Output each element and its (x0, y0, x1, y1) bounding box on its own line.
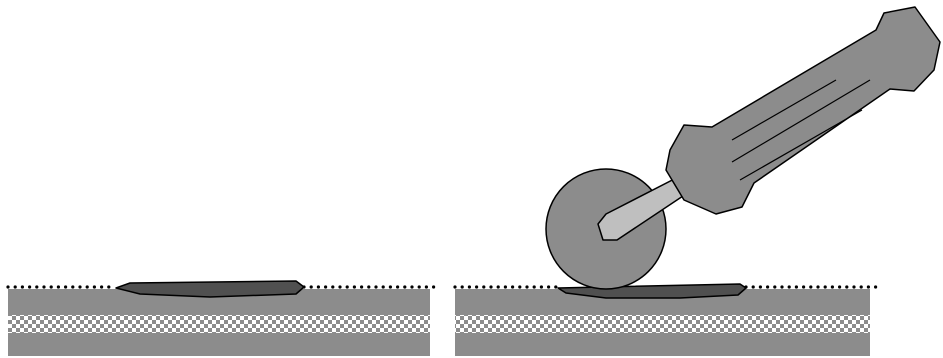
surface-dot (374, 285, 378, 289)
checker-layer-right (455, 315, 870, 333)
surface-dot (453, 285, 457, 289)
surface-dot (503, 285, 507, 289)
surface-dot (809, 285, 813, 289)
surface-dot (518, 285, 522, 289)
surface-dot (780, 285, 784, 289)
checker-layer-left (8, 315, 430, 333)
surface-dot (13, 285, 17, 289)
surface-dot (28, 285, 32, 289)
surface-dot (302, 285, 306, 289)
surface-dots-right (453, 285, 878, 289)
surface-dot (309, 285, 313, 289)
surface-dot (475, 285, 479, 289)
surface-dot (794, 285, 799, 289)
handle-groove-2 (731, 79, 871, 163)
surface-dot (316, 285, 320, 289)
surface-dot (773, 285, 777, 289)
surface-dot (331, 285, 335, 289)
surface-dot (100, 285, 104, 289)
handle-groove-3 (739, 109, 863, 181)
surface-dot (467, 285, 471, 289)
roller-handle (665, 6, 941, 215)
surface-dot (554, 285, 558, 289)
laminate-stack-right (455, 289, 870, 356)
surface-dot (403, 285, 407, 289)
surface-dot (489, 285, 493, 289)
surface-dot (352, 285, 356, 289)
surface-dot (838, 285, 842, 289)
surface-dot (866, 285, 871, 289)
surface-dot (751, 285, 755, 289)
surface-dot (71, 285, 75, 289)
surface-dot (410, 285, 414, 289)
surface-dots-left (6, 285, 436, 289)
laminate-bottom-layer-left (8, 333, 430, 356)
surface-dot (816, 285, 820, 289)
surface-dot (852, 285, 856, 289)
surface-dot (324, 285, 328, 289)
surface-dot (56, 285, 61, 289)
surface-dot (64, 285, 68, 289)
surface-dot (345, 285, 349, 289)
surface-dot (845, 285, 849, 289)
panel-before (6, 280, 436, 356)
surface-dot (496, 285, 500, 289)
surface-dot (35, 285, 39, 289)
surface-dot (338, 285, 342, 289)
surface-dot (823, 285, 827, 289)
surface-dot (107, 285, 111, 289)
surface-dot (766, 285, 770, 289)
surface-dot (396, 285, 400, 289)
surface-dot (417, 285, 421, 289)
surface-dot (432, 285, 436, 289)
surface-dot (367, 285, 371, 289)
surface-dot (49, 285, 53, 289)
surface-dot (424, 285, 428, 289)
laminate-bottom-layer-right (455, 333, 870, 356)
roller-icon (545, 6, 941, 290)
surface-dot (388, 285, 392, 289)
handle-groove-1 (731, 79, 837, 141)
surface-dot (42, 285, 46, 289)
surface-dot (525, 285, 529, 289)
surface-dot (85, 285, 89, 289)
surface-dot (787, 285, 791, 289)
surface-dot (510, 285, 515, 289)
surface-dot (360, 285, 364, 289)
surface-dot (6, 285, 10, 289)
surface-dot (92, 285, 96, 289)
surface-dot (547, 285, 551, 289)
surface-dot (381, 285, 385, 289)
surface-dot (802, 285, 806, 289)
surface-dot (532, 285, 536, 289)
raised-patch (115, 280, 305, 298)
surface-dot (539, 285, 544, 289)
surface-dot (744, 285, 748, 289)
surface-dot (830, 285, 835, 289)
surface-dot (874, 285, 878, 289)
surface-dot (460, 285, 464, 289)
surface-dot (20, 285, 24, 289)
surface-dot (859, 285, 863, 289)
panel-after (453, 6, 941, 356)
laminate-stack-left (8, 289, 430, 356)
surface-dot (482, 285, 486, 289)
surface-dot (758, 285, 763, 289)
surface-dot (78, 285, 82, 289)
